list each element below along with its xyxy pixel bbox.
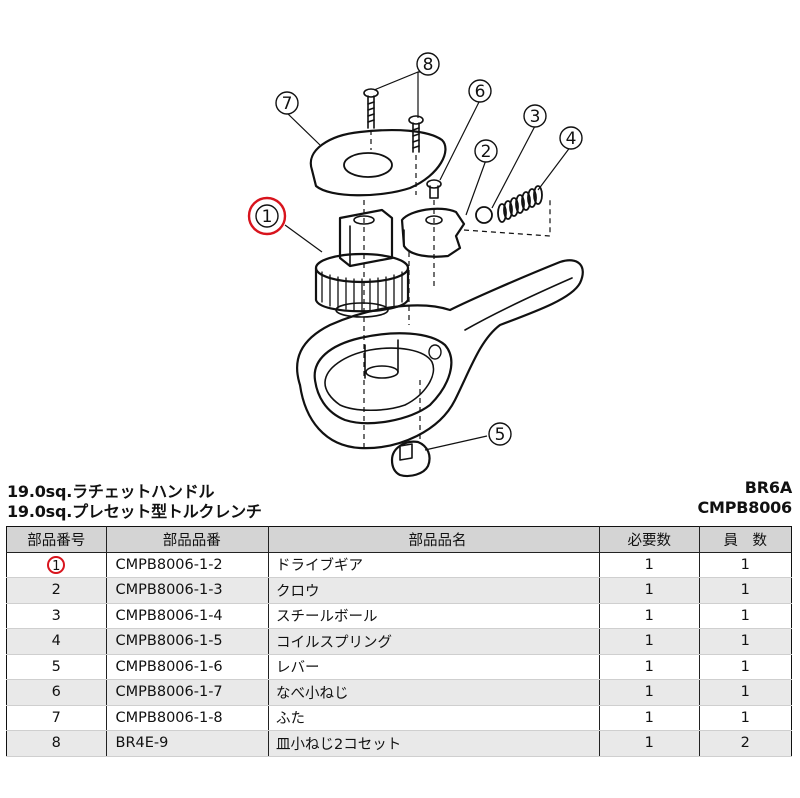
- drive-gear-part: [314, 208, 410, 318]
- coil-spring-part: [497, 185, 543, 223]
- required-cell: 1: [599, 705, 700, 731]
- part-number-cell: 6: [6, 679, 107, 706]
- part-name-cell: ドライブギア: [268, 552, 601, 578]
- callout-3-label: 3: [530, 107, 541, 127]
- required-cell: 1: [599, 628, 700, 655]
- quantity-cell: 1: [699, 705, 792, 731]
- cover-plate-part: [309, 128, 447, 197]
- required-cell: 1: [599, 730, 700, 757]
- quantity-cell: 1: [699, 679, 792, 706]
- part-name-cell: なべ小ねじ: [268, 679, 601, 706]
- part-name-cell: 皿小ねじ2コセット: [268, 730, 601, 757]
- part-name-cell: クロウ: [268, 577, 601, 604]
- flat-screws-part: [363, 88, 424, 153]
- pan-screw-part: [426, 179, 442, 199]
- header-required: 必要数: [599, 526, 700, 553]
- callout-6-label: 6: [475, 82, 486, 102]
- quantity-cell: 1: [699, 628, 792, 655]
- required-cell: 1: [599, 679, 700, 706]
- callout-2-label: 2: [481, 142, 492, 162]
- callout-6-circle: [468, 79, 492, 103]
- model-code-line2: CMPB8006: [697, 498, 792, 517]
- callout-2-circle: [474, 139, 498, 163]
- exploded-parts-diagram: 1 2 3 4 5 6 7 8: [247, 52, 584, 478]
- part-number-cell: 3: [6, 603, 107, 629]
- part-code-cell: CMPB8006-1-6: [106, 654, 269, 680]
- quantity-cell: 1: [699, 603, 792, 629]
- part-code-cell: CMPB8006-1-3: [106, 577, 269, 604]
- claw-part: [400, 207, 466, 258]
- product-title-line2: 19.0sq.プレセット型トルクレンチ: [7, 502, 262, 521]
- callout-4-label: 4: [566, 129, 577, 149]
- model-code-line1: BR6A: [744, 478, 792, 497]
- callout-7-label: 7: [282, 94, 293, 114]
- part-name-cell: スチールボール: [268, 603, 601, 629]
- part-code-cell: BR4E-9: [106, 730, 269, 757]
- header-part-number: 部品番号: [6, 526, 107, 553]
- part-number-cell: 5: [6, 654, 107, 680]
- part-number-cell: 2: [6, 577, 107, 604]
- header-part-name: 部品品名: [268, 526, 601, 553]
- part-name-cell: コイルスプリング: [268, 628, 601, 655]
- required-cell: 1: [599, 552, 700, 578]
- required-cell: 1: [599, 654, 700, 680]
- part-number-cell: 4: [6, 628, 107, 655]
- part-name-cell: レバー: [268, 654, 601, 680]
- quantity-cell: 1: [699, 552, 792, 578]
- header-quantity: 員 数: [699, 526, 792, 553]
- part-name-cell: ふた: [268, 705, 601, 731]
- part-code-cell: CMPB8006-1-8: [106, 705, 269, 731]
- steel-ball-part: [475, 206, 493, 224]
- callout-8-circle: [416, 52, 440, 76]
- required-cell: 1: [599, 603, 700, 629]
- callout-7-circle: [275, 91, 299, 115]
- quantity-cell: 2: [699, 730, 792, 757]
- part-code-cell: CMPB8006-1-4: [106, 603, 269, 629]
- header-part-code: 部品品番: [106, 526, 269, 553]
- part-number-cell: 1: [6, 552, 107, 578]
- callout-4-circle: [559, 126, 583, 150]
- highlighted-part-number: 1: [47, 555, 66, 574]
- lever-part: [390, 440, 431, 478]
- part-number-cell: 8: [6, 730, 107, 757]
- ratchet-head-inner: [313, 332, 453, 425]
- part-code-cell: CMPB8006-1-2: [106, 552, 269, 578]
- part-code-cell: CMPB8006-1-7: [106, 679, 269, 706]
- required-cell: 1: [599, 577, 700, 604]
- callout-8-label: 8: [423, 55, 434, 75]
- part-number-cell: 7: [6, 705, 107, 731]
- table-header-row: 部品番号 部品品番 部品品名 必要数 員 数: [6, 526, 792, 553]
- part-code-cell: CMPB8006-1-5: [106, 628, 269, 655]
- callout-3-circle: [523, 104, 547, 128]
- callout-1-label: 1: [262, 207, 273, 227]
- ratchet-handle-body: [296, 259, 584, 450]
- callout-5-circle: [488, 422, 512, 446]
- product-title-line1: 19.0sq.ラチェットハンドル: [7, 482, 215, 501]
- quantity-cell: 1: [699, 577, 792, 604]
- quantity-cell: 1: [699, 654, 792, 680]
- callout-5-label: 5: [495, 425, 506, 445]
